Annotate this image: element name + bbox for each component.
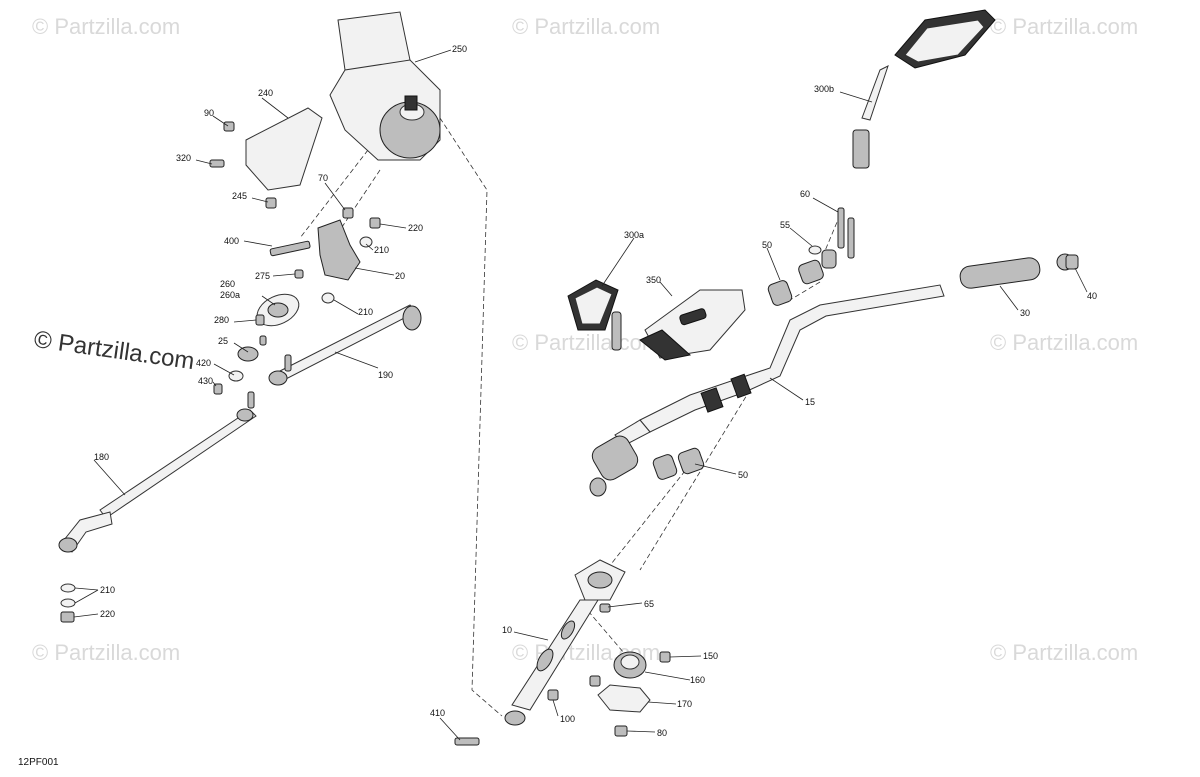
pitman-arm [317,219,361,281]
callout-label: 320 [176,153,191,163]
mirror-left [567,279,622,351]
bearing-housing [454,651,671,746]
watermark: © Partzilla.com [990,640,1139,665]
steering-column [504,559,626,726]
callout-label: 30 [1020,308,1030,318]
callout-label: 250 [452,44,467,54]
callout-label: 70 [318,173,328,183]
watermark: © Partzilla.com [512,14,661,39]
lower-clamps [652,447,705,480]
callout-label: 220 [408,223,423,233]
handguard [639,289,746,361]
fasteners-left [209,121,381,304]
callout-label: 280 [214,315,229,325]
bracket [245,107,323,191]
tie-rod-lower [58,391,257,623]
watermark: © Partzilla.com [990,14,1139,39]
callout-label: 300a [624,230,644,240]
callout-label: 210 [358,307,373,317]
callout-label: 240 [258,88,273,98]
callout-label: 55 [780,220,790,230]
callout-label: 150 [703,651,718,661]
callout-label: 25 [218,336,228,346]
callout-label: 170 [677,699,692,709]
callout-label: 190 [378,370,393,380]
callout-label: 400 [224,236,239,246]
tie-rod-upper [268,304,422,386]
callout-label: 260a [220,290,240,300]
grip-right [959,253,1079,289]
upper-clamps [767,207,855,306]
watermark: © Partzilla.com [512,330,661,355]
callout-label: 245 [232,191,247,201]
callout-label: 220 [100,609,115,619]
callout-label: 260 [220,279,235,289]
callout-label: 300b [814,84,834,94]
bearing-plate [213,293,300,395]
callout-label: 20 [395,271,405,281]
leader-lines [73,49,1088,741]
actuator-motor [329,11,441,161]
callout-label: 90 [204,108,214,118]
mirror-right [852,9,996,169]
callout-label: 210 [100,585,115,595]
callout-labels: 250 240 90 320 245 70 220 400 210 20 275… [94,44,1097,738]
watermark: © Partzilla.com [990,330,1139,355]
callout-label: 160 [690,675,705,685]
callout-label: 80 [657,728,667,738]
callout-label: 350 [646,275,661,285]
callout-label: 430 [198,376,213,386]
callout-label: 210 [374,245,389,255]
callout-label: 50 [738,470,748,480]
callout-label: 40 [1087,291,1097,301]
callout-label: 50 [762,240,772,250]
callout-label: 100 [560,714,575,724]
watermark: © Partzilla.com [32,14,181,39]
callout-label: 60 [800,189,810,199]
callout-label: 420 [196,358,211,368]
diagram-code: 12PF001 [18,757,59,768]
callout-label: 10 [502,625,512,635]
callout-label: 275 [255,271,270,281]
callout-label: 15 [805,397,815,407]
callout-label: 65 [644,599,654,609]
callout-label: 180 [94,452,109,462]
callout-label: 410 [430,708,445,718]
handlebar [589,284,945,497]
watermark: © Partzilla.com [32,640,181,665]
